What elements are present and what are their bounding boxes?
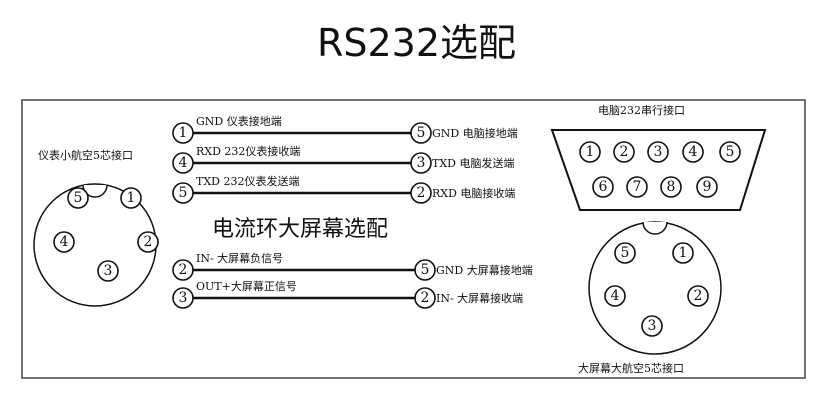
meter-connector: 仪表小航空5芯接口 5 1 4 2 3 (33, 148, 159, 307)
pin: 5 (719, 141, 741, 163)
pin: 3 (641, 315, 663, 337)
svg-text:RXD 电脑接收端: RXD 电脑接收端 (432, 186, 515, 200)
svg-text:4: 4 (179, 155, 188, 171)
svg-text:1: 1 (586, 144, 595, 160)
screen-connector: 5 1 4 2 3 大屏幕大航空5芯接口 (578, 221, 722, 375)
svg-text:5: 5 (621, 245, 630, 261)
svg-text:3: 3 (104, 263, 113, 279)
svg-text:3: 3 (654, 144, 663, 160)
rs232-wire-row: 4 RXD 232仪表接收端 3 TXD 电脑发送端 (172, 144, 514, 174)
svg-text:2: 2 (694, 288, 703, 304)
svg-text:2: 2 (417, 185, 426, 201)
svg-text:6: 6 (599, 179, 608, 195)
rs232-wire-row: 5 TXD 232仪表发送端 2 RXD 电脑接收端 (172, 174, 515, 204)
svg-text:3: 3 (417, 155, 426, 171)
svg-text:2: 2 (421, 290, 430, 306)
pin: 9 (696, 176, 718, 198)
pin: 2 (613, 141, 635, 163)
current-loop-title: 电流环大屏幕选配 (212, 217, 388, 242)
pin: 5 (614, 242, 636, 264)
svg-text:4: 4 (60, 234, 69, 250)
svg-text:8: 8 (667, 179, 676, 195)
svg-text:5: 5 (421, 262, 430, 278)
svg-text:5: 5 (179, 185, 188, 201)
page-title: RS232选配 (316, 21, 517, 65)
svg-text:2: 2 (144, 234, 153, 250)
loop-wire-row: 3 OUT+大屏幕正信号 2 IN- 大屏幕接收端 (172, 279, 523, 309)
svg-text:1: 1 (127, 190, 136, 206)
pin: 4 (53, 231, 75, 253)
svg-text:1: 1 (679, 245, 688, 261)
svg-text:IN- 大屏幕接收端: IN- 大屏幕接收端 (436, 291, 523, 305)
screen-connector-label: 大屏幕大航空5芯接口 (578, 361, 684, 375)
svg-text:2: 2 (179, 262, 188, 278)
svg-text:GND 仪表接地端: GND 仪表接地端 (196, 114, 282, 128)
svg-text:OUT+大屏幕正信号: OUT+大屏幕正信号 (196, 279, 297, 293)
pin: 3 (647, 141, 669, 163)
pin: 3 (97, 260, 119, 282)
meter-connector-label: 仪表小航空5芯接口 (38, 148, 133, 162)
svg-text:1: 1 (179, 125, 188, 141)
svg-text:GND 大屏幕接地端: GND 大屏幕接地端 (436, 263, 533, 277)
db9-outline (550, 129, 767, 211)
svg-text:4: 4 (611, 288, 620, 304)
svg-text:RXD 232仪表接收端: RXD 232仪表接收端 (196, 144, 300, 158)
db9-label: 电脑232串行接口 (598, 104, 685, 117)
loop-wire-row: 2 IN- 大屏幕负信号 5 GND 大屏幕接地端 (172, 251, 533, 281)
svg-text:5: 5 (74, 190, 83, 206)
pin: 1 (579, 141, 601, 163)
pin: 2 (137, 231, 159, 253)
svg-text:TXD 电脑发送端: TXD 电脑发送端 (432, 156, 514, 170)
svg-text:5: 5 (417, 125, 426, 141)
svg-text:5: 5 (726, 144, 735, 160)
pin: 5 (67, 187, 89, 209)
svg-text:3: 3 (179, 290, 188, 306)
svg-text:9: 9 (703, 179, 712, 195)
svg-text:4: 4 (689, 144, 698, 160)
pin: 7 (626, 176, 648, 198)
pin: 4 (682, 141, 704, 163)
svg-text:IN- 大屏幕负信号: IN- 大屏幕负信号 (196, 251, 283, 265)
svg-text:TXD 232仪表发送端: TXD 232仪表发送端 (196, 174, 299, 188)
pin: 1 (120, 187, 142, 209)
pin: 2 (687, 285, 709, 307)
connector-notch (642, 221, 668, 235)
pin: 4 (604, 285, 626, 307)
pin: 1 (672, 242, 694, 264)
svg-text:GND 电脑接地端: GND 电脑接地端 (432, 127, 518, 140)
pin: 8 (660, 176, 682, 198)
svg-text:2: 2 (620, 144, 629, 160)
svg-text:7: 7 (633, 179, 642, 195)
pin: 6 (592, 176, 614, 198)
db9-connector: 电脑232串行接口 1 2 3 4 5 6 7 8 9 (550, 104, 767, 211)
svg-text:3: 3 (648, 318, 657, 334)
rs232-wire-row: 1 GND 仪表接地端 5 GND 电脑接地端 (172, 114, 518, 144)
